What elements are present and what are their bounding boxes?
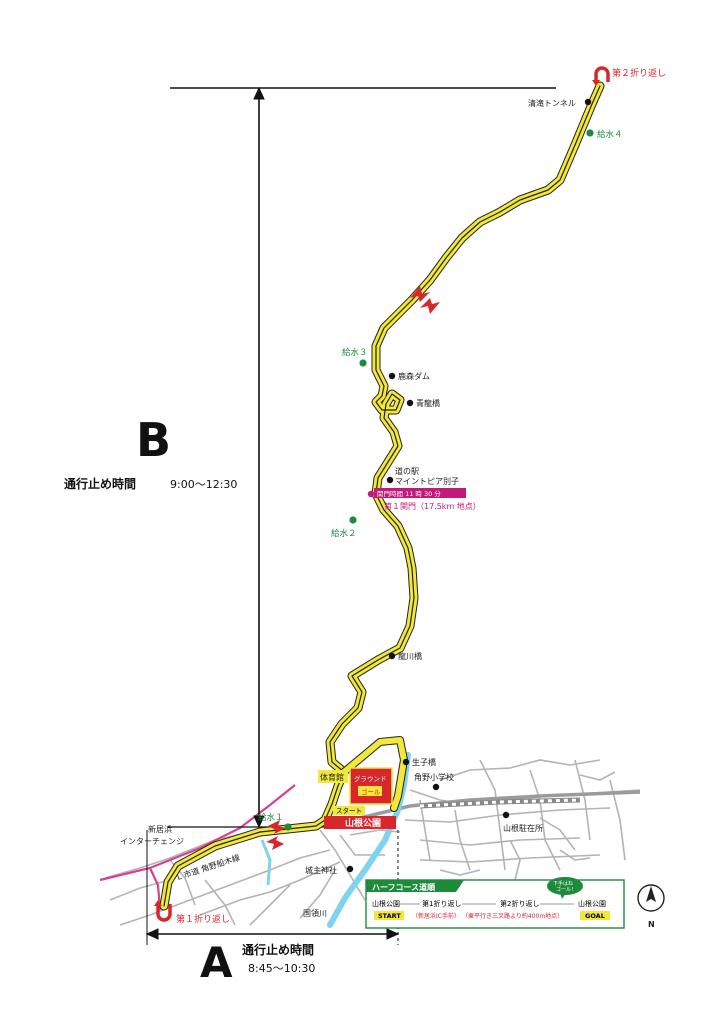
school-label: 角野小学校 [414,772,454,782]
goal-label: ゴール [361,787,381,796]
compass-icon: N [637,884,665,929]
course-step-1: 山根公園 [372,899,400,908]
michinoeki-label: 道の駅 [395,466,419,476]
water-station-dots [284,129,594,831]
river-branch [260,839,272,886]
tunnel-label: 清滝トンネル [528,98,576,108]
gym-label: 体育館 [320,772,344,782]
expressway-branch [149,867,162,911]
shrine-label: 城主神社 [305,865,337,875]
landmark-dots [346,98,592,873]
checkpoint-time-label: 関門時間 11 時 30 分 [377,489,441,498]
start-label: スタート [336,806,362,815]
section-a-dimension [145,830,400,945]
second-turnaround-label: 第２折り返し [612,67,666,79]
checkpoint-time-box [374,488,466,498]
water-4-label: 給水４ [597,129,623,140]
water-2-label: 給水２ [331,528,357,539]
goal-box [358,786,382,796]
kokuryo-river [327,752,411,928]
police-box-label: 山根駐在所 [503,823,543,833]
town-streets [104,759,641,926]
seiryu-bridge-label: 青龍橋 [416,398,440,408]
section-b-time: 9:00〜12:30 [170,478,237,491]
dam-label: 鹿森ダム [398,371,430,381]
bubble-text-2: ゴール！ [556,886,576,893]
direction-arrows [266,286,440,850]
compass-n-label: N [648,920,655,929]
interchange-label-1: 新居浜 [148,824,172,834]
first-turnaround-label: 第１折り返し [176,913,230,925]
bubble-text-1: 下手はね [553,880,573,887]
u-turn-icon-second [592,66,610,86]
water-1-label: 給水１ [258,812,284,823]
section-a-letter: A [200,938,233,987]
tatsukawa-bridge-label: 龍川橋 [398,651,422,661]
minetopia-label: マイントピア別子 [395,477,459,486]
section-b-label: 通行止め時間 [64,476,136,491]
section-b-dimension [168,86,556,829]
river-label: 国領川 [303,908,327,918]
ground-label: グラウンド [354,774,387,783]
section-a-label: 通行止め時間 [242,942,314,957]
park-name-label: 山根公園 [345,817,381,829]
u-turn-icon-first [154,900,172,922]
course-note-1: （新居浜IC手前） [412,912,460,920]
checkpoint-name-label: 第１関門（17.5km 地点） [384,501,481,511]
gym-box [318,770,348,783]
water-3-label: 給水３ [342,347,368,358]
expressway [99,784,296,882]
interchange-label-2: インターチェンジ [120,837,184,846]
course-order-box: ハーフコース道順 下手はね ゴール！ 山根公園 第1折り返し 第2折り返し 山根… [365,877,625,929]
course-step-4: 山根公園 [578,899,606,908]
shoji-bridge-label: 生子橋 [412,757,436,767]
course-order-title: ハーフコース道順 [372,882,436,892]
section-b-letter: B [136,413,171,467]
section-a-time: 8:45〜10:30 [248,962,315,975]
checkpoint-dot [367,490,375,498]
course-note-2: （東平行き三叉路より約400m地点） [462,912,563,920]
course-step-2: 第1折り返し [422,899,461,908]
course-step-3: 第2折り返し [500,899,539,908]
start-box [333,806,365,815]
park-box [324,816,396,829]
start-tag: START [378,912,401,920]
goal-tag: GOAL [585,912,605,920]
rail-line [419,797,581,809]
